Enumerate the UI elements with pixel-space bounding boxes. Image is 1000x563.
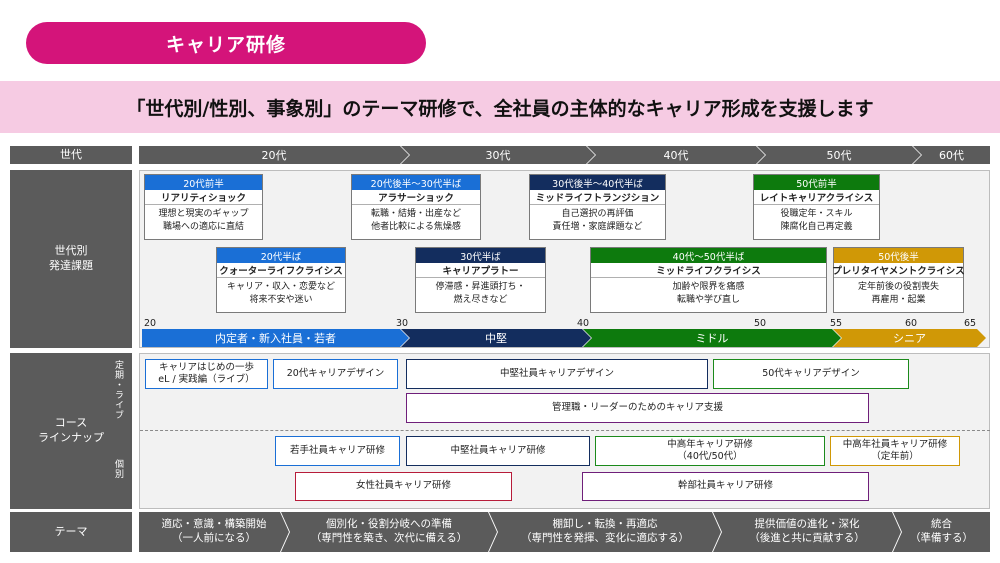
course-20s-career-design: 20代キャリアデザイン bbox=[273, 359, 398, 389]
issue-age: 30代半ば bbox=[416, 248, 545, 263]
row-label-issues: 世代別 発達課題 bbox=[10, 170, 132, 348]
generation-60s: 60代 bbox=[913, 146, 990, 164]
issue-card-midlife-transition: 30代後半〜40代半ば ミッドライフトランジション 自己選択の再評価 責任増・家… bbox=[529, 174, 666, 240]
age-tick-40: 40 bbox=[576, 318, 590, 329]
issue-name: ミッドライフクライシス bbox=[591, 263, 826, 278]
issue-name: プレリタイヤメントクライシス bbox=[832, 263, 965, 278]
course-senior-career-training: 中高年キャリア研修 （40代/50代） bbox=[595, 436, 825, 466]
issue-age: 30代後半〜40代半ば bbox=[530, 175, 665, 190]
title-pill: キャリア研修 bbox=[26, 22, 426, 64]
course-career-first-step: キャリアはじめの一歩 eL / 実践編（ライブ） bbox=[145, 359, 268, 389]
course-divider bbox=[140, 430, 990, 431]
issue-card-midlife-crisis: 40代〜50代半ば ミッドライフクライシス 加齢や限界を痛感 転職や学び直し bbox=[590, 247, 827, 313]
issue-card-career-plateau: 30代半ば キャリアプラトー 停滞感・昇進頭打ち・ 燃え尽きなど bbox=[415, 247, 546, 313]
issue-name: ミッドライフトランジション bbox=[530, 190, 665, 205]
generation-40s: 40代 bbox=[587, 146, 765, 164]
issue-age: 20代半ば bbox=[217, 248, 345, 263]
issue-desc: 定年前後の役割喪失 再雇用・起業 bbox=[857, 282, 939, 305]
age-tick-55: 55 bbox=[829, 318, 843, 329]
age-tick-50: 50 bbox=[753, 318, 767, 329]
issue-desc: 理想と現実のギャップ 職場への適応に直結 bbox=[158, 209, 249, 232]
issue-name: レイトキャリアクライシス bbox=[754, 190, 879, 205]
issue-name: キャリアプラトー bbox=[416, 263, 545, 278]
issue-desc: 加齢や限界を痛感 転職や学び直し bbox=[672, 282, 745, 305]
course-group-individual: 個別 bbox=[110, 437, 127, 501]
row-label-generation: 世代 bbox=[10, 146, 132, 164]
stage-middle: ミドル bbox=[583, 329, 841, 347]
theme-integration: 統合 （準備する） bbox=[893, 512, 990, 552]
age-tick-65: 65 bbox=[963, 318, 977, 329]
generation-20s: 20代 bbox=[139, 146, 409, 164]
generation-50s: 50代 bbox=[757, 146, 921, 164]
issue-card-arasa-shock: 20代後半〜30代半ば アラサーショック 転職・結婚・出産など 他者比較による焦… bbox=[351, 174, 481, 240]
issue-name: クォーターライフクライシス bbox=[217, 263, 345, 278]
stage-young: 内定者・新入社員・若者 bbox=[142, 329, 409, 347]
issue-age: 50代後半 bbox=[834, 248, 963, 263]
issue-age: 20代後半〜30代半ば bbox=[352, 175, 480, 190]
course-executive-career-training: 幹部社員キャリア研修 bbox=[582, 472, 869, 501]
issue-name: リアリティショック bbox=[145, 190, 262, 205]
issue-card-late-career-crisis: 50代前半 レイトキャリアクライシス 役職定年・スキル 陳腐化自己再定義 bbox=[753, 174, 880, 240]
age-tick-20: 20 bbox=[143, 318, 157, 329]
course-women-career-training: 女性社員キャリア研修 bbox=[295, 472, 512, 501]
theme-transition: 棚卸し・転換・再適応 （専門性を発揮、変化に適応する） bbox=[489, 512, 721, 552]
issue-age: 40代〜50代半ば bbox=[591, 248, 826, 263]
theme-individualization: 個別化・役割分岐への準備 （専門性を築き、次代に備える） bbox=[281, 512, 497, 552]
issue-card-quarter-life-crisis: 20代半ば クォーターライフクライシス キャリア・収入・恋愛など 将来不安や迷い bbox=[216, 247, 346, 313]
issue-name: アラサーショック bbox=[352, 190, 480, 205]
issue-desc: 自己選択の再評価 責任増・家庭課題など bbox=[552, 209, 643, 232]
issue-desc: 停滞感・昇進頭打ち・ 燃え尽きなど bbox=[435, 282, 526, 305]
issue-desc: キャリア・収入・恋愛など 将来不安や迷い bbox=[226, 282, 335, 305]
course-pre-retirement-training: 中高年社員キャリア研修 （定年前） bbox=[830, 436, 960, 466]
subtitle-banner: 「世代別/性別、事象別」のテーマ研修で、全社員の主体的なキャリア形成を支援します bbox=[0, 81, 1000, 133]
course-50s-career-design: 50代キャリアデザイン bbox=[713, 359, 909, 389]
generation-30s: 30代 bbox=[401, 146, 595, 164]
course-mid-career-design: 中堅社員キャリアデザイン bbox=[406, 359, 708, 389]
issue-card-reality-shock: 20代前半 リアリティショック 理想と現実のギャップ 職場への適応に直結 bbox=[144, 174, 263, 240]
issue-desc: 転職・結婚・出産など 他者比較による焦燥感 bbox=[370, 209, 461, 232]
issue-age: 20代前半 bbox=[145, 175, 262, 190]
course-young-career-training: 若手社員キャリア研修 bbox=[275, 436, 400, 466]
course-manager-career-support: 管理職・リーダーのためのキャリア支援 bbox=[406, 393, 869, 423]
theme-adaptation: 適応・意識・構築開始 （一人前になる） bbox=[139, 512, 289, 552]
stage-mid-career: 中堅 bbox=[401, 329, 591, 347]
issue-desc: 役職定年・スキル 陳腐化自己再定義 bbox=[780, 209, 853, 232]
age-tick-30: 30 bbox=[395, 318, 409, 329]
age-tick-60: 60 bbox=[904, 318, 918, 329]
issue-age: 50代前半 bbox=[754, 175, 879, 190]
row-label-theme: テーマ bbox=[10, 512, 132, 552]
course-group-live: 定期・ライブ bbox=[110, 357, 127, 423]
issue-card-pre-retirement-crisis: 50代後半 プレリタイヤメントクライシス 定年前後の役割喪失 再雇用・起業 bbox=[832, 247, 965, 313]
theme-value-evolution: 提供価値の進化・深化 （後進と共に貢献する） bbox=[713, 512, 901, 552]
stage-senior: シニア bbox=[833, 329, 986, 347]
course-mid-career-training: 中堅社員キャリア研修 bbox=[406, 436, 590, 466]
